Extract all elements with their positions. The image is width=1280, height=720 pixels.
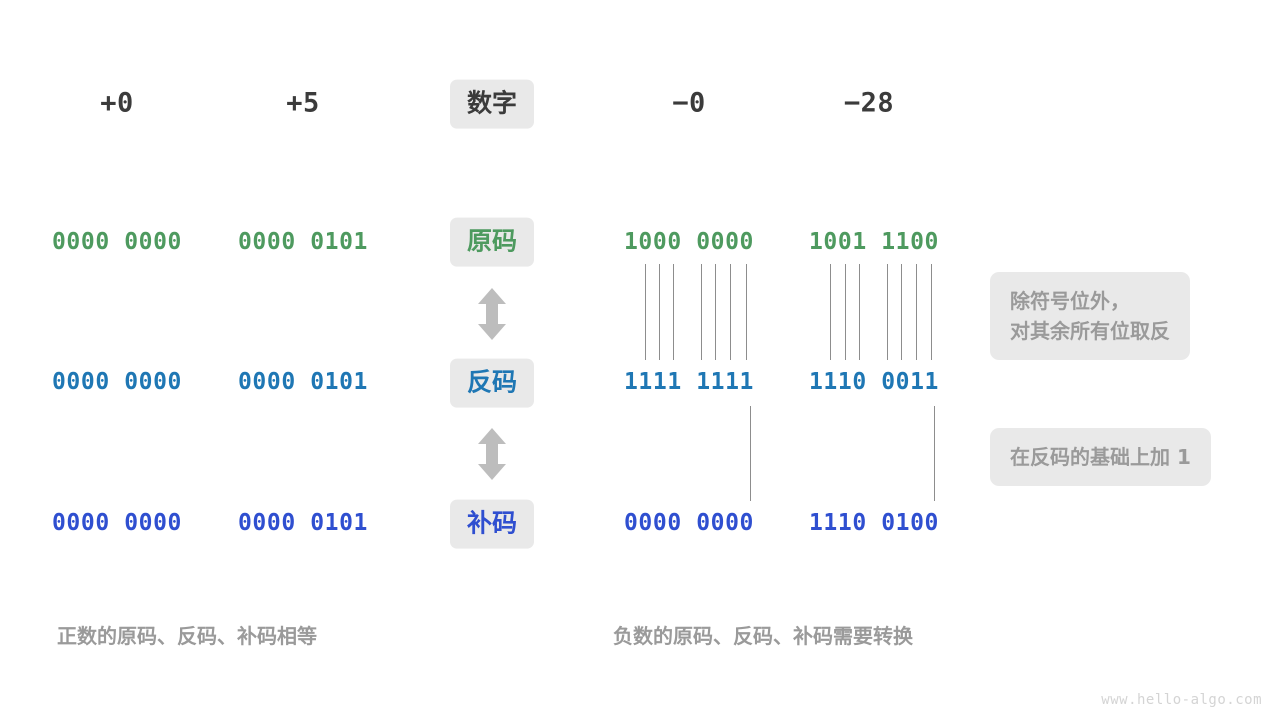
bits-sign-magnitude-minus-twentyeight: 1001 1100 xyxy=(808,229,940,255)
note-invert-bits: 除符号位外， 对其余所有位取反 xyxy=(990,272,1190,360)
bits-twos-complement-minus-zero: 0000 0000 xyxy=(623,510,755,536)
connector-tick xyxy=(931,264,932,360)
caption-negative-numbers: 负数的原码、反码、补码需要转换 xyxy=(613,624,913,648)
connector-tick xyxy=(730,264,731,360)
bits-sign-magnitude-plus-five: 0000 0101 xyxy=(237,229,369,255)
connector-tick xyxy=(673,264,674,360)
arrow-original-to-ones-icon xyxy=(478,288,506,340)
bits-ones-complement-minus-zero: 1111 1111 xyxy=(623,369,755,395)
watermark-url: www.hello-algo.com xyxy=(1101,692,1262,708)
connector-tick xyxy=(659,264,660,360)
caption-positive-numbers: 正数的原码、反码、补码相等 xyxy=(57,624,317,648)
connector-tick xyxy=(916,264,917,360)
header-number-minus-zero: −0 xyxy=(672,87,706,119)
connector-tick xyxy=(750,406,751,501)
connector-tick xyxy=(830,264,831,360)
connector-tick xyxy=(887,264,888,360)
connector-tick xyxy=(645,264,646,360)
connector-tick xyxy=(701,264,702,360)
bits-ones-complement-plus-zero: 0000 0000 xyxy=(51,369,183,395)
bits-ones-complement-minus-twentyeight: 1110 0011 xyxy=(808,369,940,395)
connector-tick xyxy=(859,264,860,360)
header-number-plus-zero: +0 xyxy=(100,87,134,119)
bits-sign-magnitude-plus-zero: 0000 0000 xyxy=(51,229,183,255)
connector-tick xyxy=(715,264,716,360)
bits-ones-complement-plus-five: 0000 0101 xyxy=(237,369,369,395)
bits-twos-complement-plus-zero: 0000 0000 xyxy=(51,510,183,536)
connector-tick xyxy=(934,406,935,501)
connector-tick xyxy=(746,264,747,360)
connector-tick xyxy=(901,264,902,360)
row-label-twos-complement: 补码 xyxy=(449,499,535,549)
bits-sign-magnitude-minus-zero: 1000 0000 xyxy=(623,229,755,255)
arrow-ones-to-twos-icon xyxy=(478,428,506,480)
bits-twos-complement-minus-twentyeight: 1110 0100 xyxy=(808,510,940,536)
row-label-ones-complement: 反码 xyxy=(449,358,535,408)
header-number-plus-five: +5 xyxy=(286,87,320,119)
row-label-sign-magnitude: 原码 xyxy=(449,217,535,267)
bits-twos-complement-plus-five: 0000 0101 xyxy=(237,510,369,536)
row-label-number: 数字 xyxy=(449,79,535,129)
header-number-minus-twentyeight: −28 xyxy=(843,87,895,119)
connector-tick xyxy=(845,264,846,360)
note-add-one: 在反码的基础上加 1 xyxy=(990,428,1211,486)
